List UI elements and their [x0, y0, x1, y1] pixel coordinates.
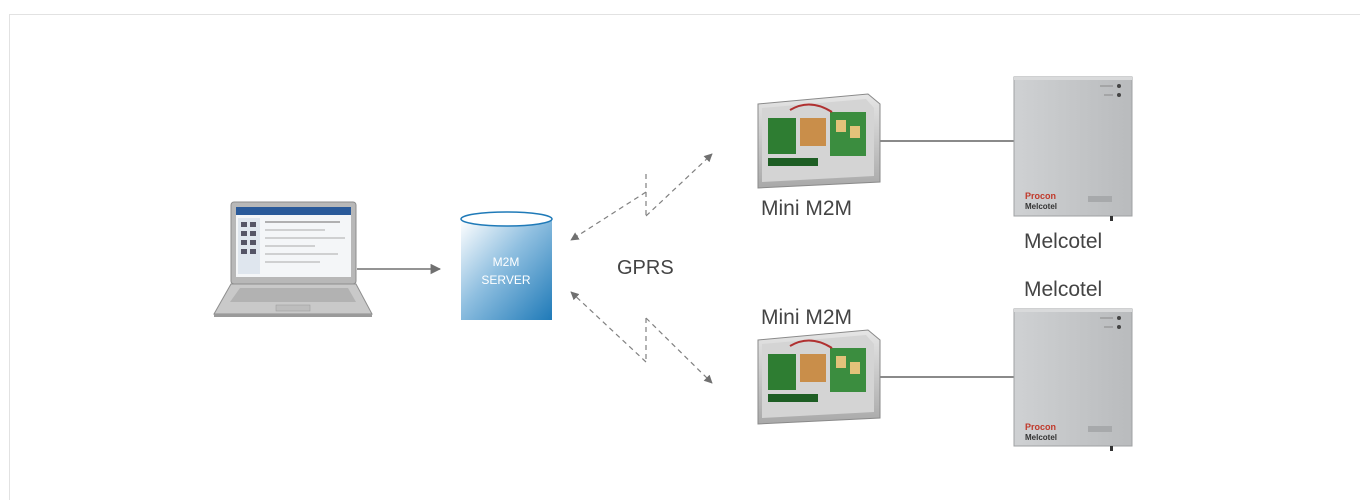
- mini-m2m-device-icon: [757, 93, 881, 189]
- server-icon: [460, 211, 553, 320]
- server-label-line1: M2M: [493, 255, 520, 269]
- gprs-link-bottom: [570, 291, 713, 384]
- panel-brand-bottom: Melcotel: [1025, 202, 1057, 211]
- server-label-line2: SERVER: [481, 273, 530, 287]
- melcotel-panel-icon: [1013, 76, 1133, 221]
- device-label-top: Mini M2M: [761, 197, 853, 220]
- panel-brand-bottom: Melcotel: [1025, 433, 1057, 442]
- panel-label-bottom: Melcotel: [1024, 278, 1103, 301]
- gprs-link-top: [570, 153, 713, 241]
- mini-m2m-device-icon: [757, 329, 881, 425]
- panel-label-top: Melcotel: [1024, 230, 1103, 253]
- laptop-icon: [213, 201, 373, 317]
- gprs-label: GPRS: [617, 257, 674, 279]
- melcotel-panel-icon: [1013, 308, 1133, 451]
- panel-brand-top: Procon: [1025, 422, 1056, 432]
- panel-brand-top: Procon: [1025, 191, 1056, 201]
- device-label-bottom: Mini M2M: [761, 306, 853, 329]
- diagram-frame: [9, 14, 1360, 500]
